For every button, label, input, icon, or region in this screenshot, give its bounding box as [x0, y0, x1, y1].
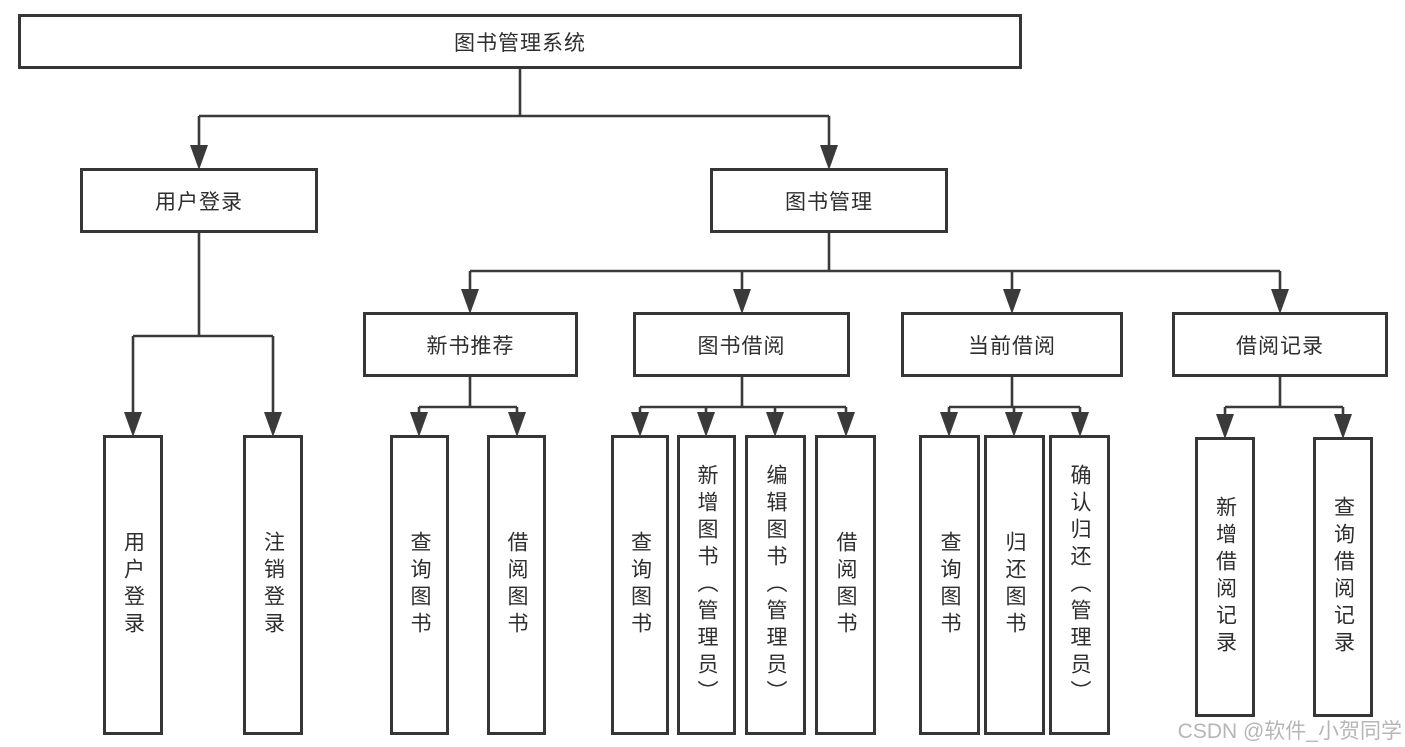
node-label: 图书借阅	[697, 334, 786, 358]
arrowheads	[124, 145, 1352, 439]
node-label: 查询图书	[408, 531, 431, 639]
node-label: 当前借阅	[968, 334, 1056, 358]
node-label: 用户登录	[121, 531, 145, 639]
node-book-borrowing: 图书借阅	[633, 312, 850, 377]
csdn-watermark: CSDN @软件_小贺同学	[1177, 720, 1402, 743]
node-label: 图书管理系统	[454, 31, 586, 55]
node-new-book-recommendation: 新书推荐	[363, 312, 578, 377]
node-label: 图书管理	[785, 190, 873, 214]
node-label: 借阅图书	[834, 531, 857, 639]
node-label: 用户登录	[155, 190, 243, 214]
node-library-management-system: 图书管理系统	[18, 14, 1022, 69]
leaf-user-login: 用户登录	[103, 435, 163, 735]
leaf-logout: 注销登录	[243, 435, 303, 735]
node-user-login-module: 用户登录	[80, 168, 318, 233]
node-label: 查询图书	[938, 531, 961, 639]
leaf-borrow-books-recommend: 借阅图书	[487, 435, 546, 735]
node-borrowing-records: 借阅记录	[1172, 312, 1388, 377]
node-label: 借阅记录	[1236, 334, 1324, 358]
node-label: 确认归还（管理员）	[1068, 463, 1091, 707]
node-current-borrowing: 当前借阅	[901, 312, 1123, 377]
node-label: 查询借阅记录	[1331, 496, 1355, 658]
node-label: 新书推荐	[426, 334, 515, 358]
node-label: 注销登录	[261, 531, 285, 639]
leaf-query-books-recommend: 查询图书	[390, 435, 449, 735]
node-book-management-module: 图书管理	[710, 168, 948, 233]
leaf-edit-books-admin: 编辑图书（管理员）	[745, 435, 806, 735]
leaf-borrow-books: 借阅图书	[815, 435, 876, 735]
leaf-add-borrow-record: 新增借阅记录	[1195, 437, 1255, 717]
leaf-add-books-admin: 新增图书（管理员）	[677, 435, 736, 735]
leaf-query-books-borrow: 查询图书	[611, 435, 669, 735]
node-label: 新增图书（管理员）	[695, 463, 718, 707]
leaf-query-borrow-record: 查询借阅记录	[1313, 437, 1373, 717]
node-label: 编辑图书（管理员）	[764, 463, 787, 707]
leaf-return-books: 归还图书	[984, 435, 1045, 735]
node-label: 归还图书	[1003, 531, 1026, 639]
node-label: 新增借阅记录	[1213, 496, 1237, 658]
node-label: 查询图书	[628, 531, 652, 639]
leaf-query-books-current: 查询图书	[919, 435, 980, 735]
node-label: 借阅图书	[505, 531, 528, 639]
leaf-confirm-return-admin: 确认归还（管理员）	[1049, 435, 1110, 735]
